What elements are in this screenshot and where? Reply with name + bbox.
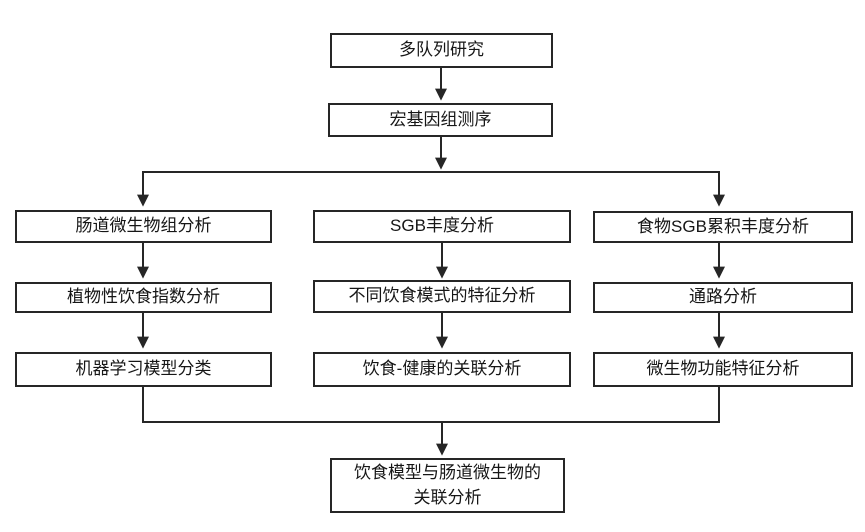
node-final-association-analysis: 饮食模型与肠道微生物的 关联分析 [330, 458, 565, 513]
node-plant-diet-index-analysis: 植物性饮食指数分析 [15, 282, 272, 313]
node-label: 微生物功能特征分析 [646, 359, 800, 379]
node-multi-cohort-study: 多队列研究 [330, 33, 553, 68]
node-gut-microbiome-analysis: 肠道微生物组分析 [15, 210, 272, 243]
node-label: 植物性饮食指数分析 [67, 287, 220, 307]
node-label: 食物SGB累积丰度分析 [637, 216, 809, 236]
node-label: SGB丰度分析 [390, 216, 494, 236]
node-label: 机器学习模型分类 [75, 359, 212, 379]
node-pathway-analysis: 通路分析 [593, 282, 853, 313]
node-label: 饮食-健康的关联分析 [362, 359, 522, 379]
node-sgb-abundance-analysis: SGB丰度分析 [313, 210, 571, 243]
node-metagenomic-sequencing: 宏基因组测序 [328, 103, 553, 137]
node-label: 不同饮食模式的特征分析 [348, 286, 536, 306]
node-label: 多队列研究 [399, 40, 484, 60]
node-diet-pattern-feature-analysis: 不同饮食模式的特征分析 [313, 280, 571, 313]
node-microbial-function-feature-analysis: 微生物功能特征分析 [593, 352, 853, 387]
node-label-line2: 关联分析 [413, 487, 482, 507]
node-label: 肠道微生物组分析 [75, 216, 212, 236]
node-diet-health-association-analysis: 饮食-健康的关联分析 [313, 352, 571, 387]
node-ml-model-classification: 机器学习模型分类 [15, 352, 272, 387]
node-label: 通路分析 [689, 287, 757, 307]
node-label-line1: 饮食模型与肠道微生物的 [354, 462, 541, 482]
node-label: 宏基因组测序 [389, 109, 492, 129]
node-food-sgb-cumulative-abundance-analysis: 食物SGB累积丰度分析 [593, 211, 853, 243]
